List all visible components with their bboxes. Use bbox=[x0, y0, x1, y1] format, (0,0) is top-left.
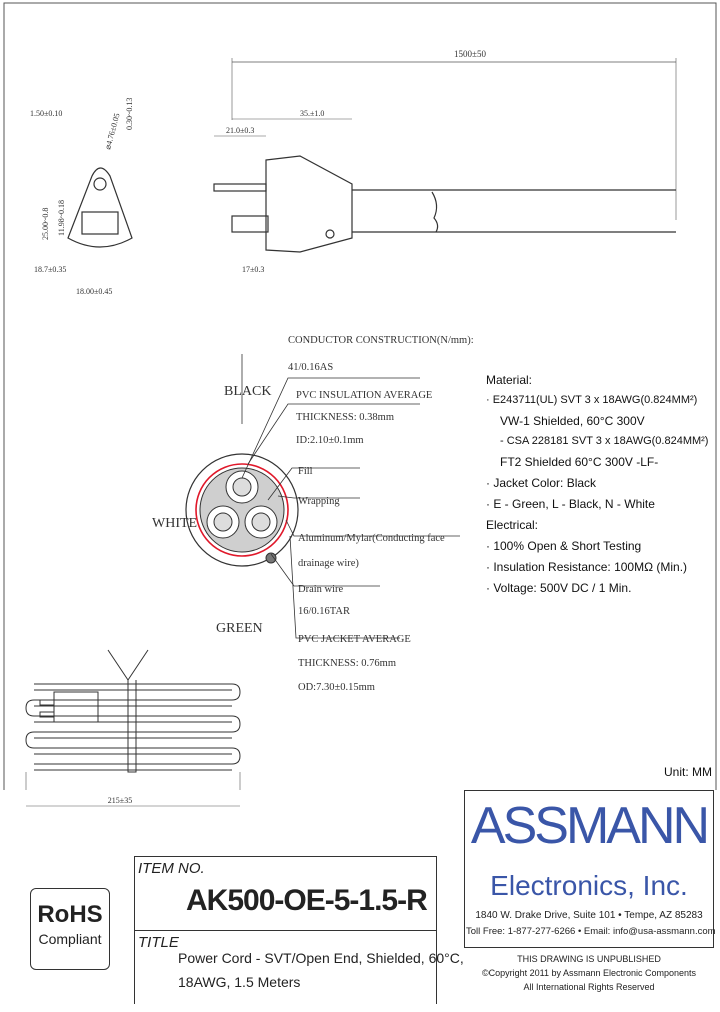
coil-plug bbox=[53, 691, 99, 723]
title-label: TITLE bbox=[138, 934, 179, 951]
jacket-od: OD:7.30±0.15mm bbox=[298, 682, 375, 693]
leader-lines bbox=[241, 354, 460, 639]
label-green: GREEN bbox=[216, 621, 263, 636]
title-line-1: Power Cord - SVT/Open End, Shielded, 60°… bbox=[178, 950, 464, 966]
label-white: WHITE bbox=[152, 516, 197, 531]
spec-line-2: VW-1 Shielded, 60°C 300V bbox=[500, 414, 645, 428]
spec-line-9: · Voltage: 500V DC / 1 Min. bbox=[486, 581, 632, 595]
item-no: AK500-OE-5-1.5-R bbox=[186, 884, 428, 917]
jacket-title: PVC JACKET AVERAGE bbox=[298, 634, 411, 645]
hole-offset-dim: 0.30~0.13 bbox=[125, 98, 134, 130]
coil-length-dim: 215±35 bbox=[108, 796, 132, 805]
white-conductor bbox=[213, 512, 233, 532]
wrapping-label: Wrapping bbox=[298, 496, 340, 507]
plug-face-inner bbox=[81, 211, 119, 235]
fill-label: Fill bbox=[298, 466, 313, 477]
break-mark bbox=[431, 191, 439, 233]
jacket-thickness: THICKNESS: 0.76mm bbox=[298, 658, 396, 669]
company-contact: Toll Free: 1-877-277-6266 • Email: info@… bbox=[466, 926, 716, 937]
cord-lines bbox=[352, 189, 676, 233]
plug-hole bbox=[325, 229, 335, 239]
spec-line-1: · E243711(UL) SVT 3 x 18AWG(0.824MM²) bbox=[486, 394, 698, 406]
company-logo-sub: Electronics, Inc. bbox=[490, 870, 688, 901]
coil-pin-1 bbox=[39, 699, 55, 706]
rohs-subtitle: Compliant bbox=[38, 931, 102, 947]
callouts: CONDUCTOR CONSTRUCTION(N/mm): 41/0.16AS … bbox=[288, 335, 474, 693]
conductor-title: CONDUCTOR CONSTRUCTION(N/mm): bbox=[288, 335, 474, 346]
spec-line-7: · 100% Open & Short Testing bbox=[486, 539, 642, 553]
drawing-frame bbox=[3, 2, 717, 790]
face-width-a-dim: 18.7±0.35 bbox=[34, 265, 66, 274]
insulation-thickness: THICKNESS: 0.38mm bbox=[296, 412, 394, 423]
pin-bottom bbox=[231, 215, 269, 233]
cord-tie bbox=[107, 649, 149, 773]
rohs-badge: RoHS Compliant bbox=[30, 888, 110, 970]
unit-label: Unit: MM bbox=[664, 765, 712, 779]
company-address: 1840 W. Drake Drive, Suite 101 • Tempe, … bbox=[475, 910, 703, 921]
overall-length-label: 1500±50 bbox=[454, 49, 486, 59]
electrical-heading: Electrical: bbox=[486, 518, 539, 532]
outer-jacket bbox=[185, 453, 299, 567]
specs-block: Material: · E243711(UL) SVT 3 x 18AWG(0.… bbox=[486, 374, 714, 594]
face-width-b-dim: 18.00±0.45 bbox=[76, 287, 112, 296]
drain-value: 16/0.16TAR bbox=[298, 606, 350, 617]
plug-body-dim: 35.±1.0 bbox=[300, 109, 324, 118]
pin-top bbox=[213, 183, 267, 192]
plug-side-view bbox=[213, 155, 676, 253]
cable-cross-section bbox=[185, 453, 299, 567]
insulation-id: ID:2.10±0.1mm bbox=[296, 435, 364, 446]
spec-line-4: FT2 Shielded 60°C 300V -LF- bbox=[500, 455, 659, 469]
plug-body bbox=[265, 155, 353, 253]
plug-face-hole bbox=[93, 177, 107, 191]
coiled-cord bbox=[25, 649, 241, 773]
coil-dim-svg: 215±35 bbox=[26, 796, 240, 807]
spec-line-3: - CSA 228181 SVT 3 x 18AWG(0.824MM²) bbox=[500, 435, 709, 447]
item-no-label: ITEM NO. bbox=[138, 860, 205, 877]
spec-line-8: · Insulation Resistance: 100MΩ (Min.) bbox=[486, 560, 688, 574]
material-heading: Material: bbox=[486, 373, 533, 387]
pin-len-dim: 21.0±0.3 bbox=[226, 126, 254, 135]
insulation-title: PVC INSULATION AVERAGE bbox=[296, 390, 432, 401]
pin-thickness-dim: 1.50±0.10 bbox=[30, 109, 62, 118]
plug-length-dim: 25.00~0.8 bbox=[41, 208, 50, 240]
drain-wire-label: Drain wire bbox=[298, 584, 344, 595]
green-conductor bbox=[251, 512, 271, 532]
pin-spacing-dim: 11.98~0.18 bbox=[57, 200, 66, 236]
tb-mid-line bbox=[134, 930, 436, 931]
coil-pin-2 bbox=[39, 711, 55, 718]
shield-ring bbox=[195, 463, 289, 557]
rights-note: All International Rights Reserved bbox=[523, 982, 655, 992]
unpublished-note: THIS DRAWING IS UNPUBLISHED bbox=[517, 954, 661, 964]
tb-top-line bbox=[134, 856, 436, 857]
copyright-note: ©Copyright 2011 by Assmann Electronic Co… bbox=[481, 968, 697, 978]
conductor-value: 41/0.16AS bbox=[288, 362, 333, 373]
technical-drawing: 1500±50 35.±1.0 21.0±0.3 17±0.3 1.50±0.1… bbox=[3, 2, 717, 790]
plug-front-view bbox=[67, 167, 133, 248]
mylar-label-2: drainage wire) bbox=[298, 558, 359, 569]
spec-line-5: · Jacket Color: Black bbox=[486, 476, 597, 490]
title-line-2: 18AWG, 1.5 Meters bbox=[178, 974, 301, 990]
pin-gap-dim: 17±0.3 bbox=[242, 265, 264, 274]
drain-wire-circle bbox=[265, 552, 277, 564]
tb-right-line bbox=[436, 856, 437, 1004]
hole-dia-dim: ⌀4.76±0.05 bbox=[103, 112, 121, 150]
spec-line-6: · E - Green, L - Black, N - White bbox=[486, 497, 655, 511]
company-logo-name: ASSMANN bbox=[470, 797, 710, 855]
rohs-title: RoHS bbox=[37, 901, 103, 928]
label-black: BLACK bbox=[224, 384, 271, 399]
plug-face bbox=[67, 167, 133, 248]
company-box bbox=[464, 790, 714, 948]
mylar-label-1: Aluminum/Mylar(Conducting face bbox=[298, 533, 445, 544]
black-conductor bbox=[232, 477, 252, 497]
